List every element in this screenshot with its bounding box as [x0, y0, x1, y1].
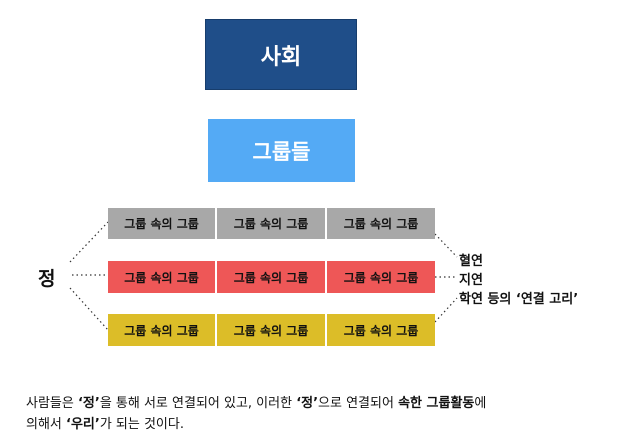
group-cell: 그룹 속의 그룹 [108, 261, 215, 293]
group-cell: 그룹 속의 그룹 [327, 314, 435, 346]
caption-line-2: 의해서 ‘우리’가 되는 것이다. [26, 414, 606, 435]
group-cell: 그룹 속의 그룹 [108, 314, 215, 346]
caption-line-1: 사람들은 ‘정’을 통해 서로 연결되어 있고, 이러한 ‘정’으로 연결되어 … [26, 393, 606, 414]
caption-segment: 사람들은 [26, 396, 78, 411]
groups-box: 그룹들 [208, 119, 355, 182]
society-box: 사회 [205, 19, 357, 90]
jeong-label: 정 [38, 268, 56, 290]
right-connector-top [434, 233, 458, 258]
right-connector-bottom [434, 297, 458, 323]
caption-text: 사람들은 ‘정’을 통해 서로 연결되어 있고, 이러한 ‘정’으로 연결되어 … [26, 393, 606, 435]
caption-segment: 가 되는 것이다. [99, 417, 184, 432]
caption-segment: 속한 그룹활동 [398, 396, 475, 411]
group-cell: 그룹 속의 그룹 [217, 314, 325, 346]
caption-segment: ‘정’ [296, 396, 319, 411]
left-connector-top [69, 221, 109, 263]
caption-segment: 으로 연결되어 [318, 396, 399, 411]
group-cell: 그룹 속의 그룹 [108, 208, 215, 239]
caption-segment: ‘정’ [77, 396, 100, 411]
caption-segment: ‘우리’ [66, 417, 100, 432]
left-connector-bottom [69, 287, 109, 331]
caption-segment: 에 [474, 396, 487, 411]
society-label: 사회 [260, 44, 302, 70]
group-cell: 그룹 속의 그룹 [327, 261, 435, 293]
group-cell: 그룹 속의 그룹 [327, 208, 435, 239]
group-cell: 그룹 속의 그룹 [217, 208, 325, 239]
group-cell: 그룹 속의 그룹 [217, 261, 325, 293]
groups-label: 그룹들 [252, 139, 311, 164]
bond-label-region: 지연 [459, 273, 483, 288]
caption-segment: 의해서 [26, 417, 67, 432]
bond-label-school: 학연 등의 ‘연결 고리’ [459, 292, 579, 307]
bond-label-blood: 혈연 [459, 254, 483, 269]
caption-segment: 을 통해 서로 연결되어 있고, 이러한 [99, 396, 297, 411]
